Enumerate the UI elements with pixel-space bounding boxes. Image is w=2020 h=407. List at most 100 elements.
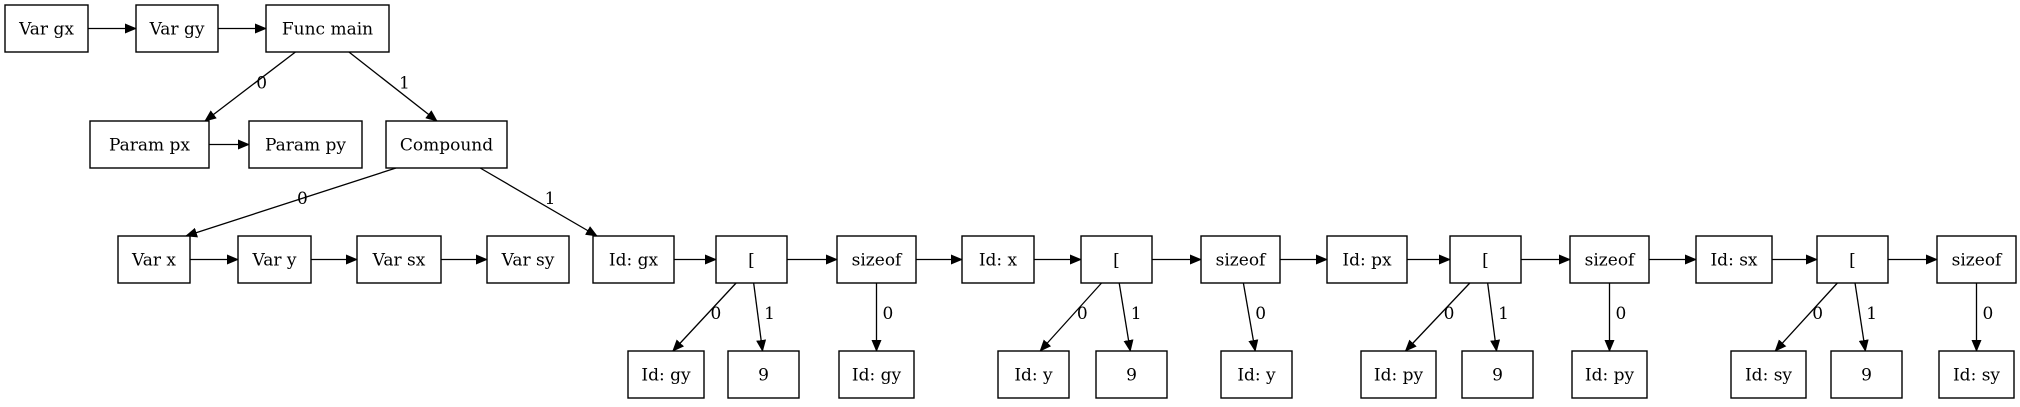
node-bracket: [ <box>1080 235 1153 284</box>
node-box <box>627 350 705 399</box>
node-box <box>1938 350 2015 399</box>
node-label: Var gy <box>149 20 205 40</box>
node-box <box>89 120 210 169</box>
node-label: Func main <box>282 20 373 40</box>
edge-arrow <box>1242 282 1259 352</box>
edge-arrow <box>1774 282 1838 352</box>
edge-label: 1 <box>399 74 410 94</box>
node-label: Id: sy <box>1745 366 1792 386</box>
node-label: 9 <box>1492 366 1503 386</box>
node-label: Id: gy <box>641 366 691 386</box>
node-box <box>715 235 788 284</box>
node-label: Id: y <box>1014 366 1053 386</box>
edge-label: 0 <box>1616 304 1627 324</box>
node-id-y: Id: y <box>1220 350 1293 399</box>
node-var-x: Var x <box>117 235 191 284</box>
node-label: Param py <box>265 136 346 156</box>
edge-label: 0 <box>256 74 267 94</box>
node-label: Id: sy <box>1953 366 2000 386</box>
edge-bracket-to-id-py: 0 <box>1404 282 1471 352</box>
edge-arrow <box>1039 282 1103 352</box>
edge-arrow <box>1118 282 1134 352</box>
node-box <box>237 235 312 284</box>
node-box <box>135 4 219 53</box>
edge-label: 0 <box>1444 304 1455 324</box>
node-box <box>265 4 390 53</box>
node-label: sizeof <box>1952 251 2003 271</box>
node-id-px: Id: px <box>1326 235 1408 284</box>
edge-bracket-to-9: 1 <box>753 282 775 352</box>
node-label: Id: y <box>1237 366 1276 386</box>
node-box <box>1816 235 1889 284</box>
node-label: Id: py <box>1374 366 1424 386</box>
node-bracket: [ <box>1816 235 1889 284</box>
node-label: sizeof <box>852 251 903 271</box>
node-var-sx: Var sx <box>356 235 442 284</box>
node-box <box>1936 235 2017 284</box>
edge-arrow <box>1487 282 1501 352</box>
edge-label: 0 <box>710 304 721 324</box>
node-label: sizeof <box>1585 251 1636 271</box>
node-box <box>117 235 191 284</box>
node-label: Var x <box>131 251 176 271</box>
edge-arrow <box>1854 282 1869 352</box>
node-box <box>1360 350 1437 399</box>
node-label: 9 <box>1126 366 1137 386</box>
edge-func-main-to-compound: 1 <box>348 51 438 122</box>
node-label: [ <box>1113 251 1120 271</box>
node-box <box>1080 235 1153 284</box>
node-box <box>592 235 675 284</box>
node-label: Id: gx <box>609 251 659 271</box>
node-box <box>385 120 508 169</box>
node-box <box>1461 350 1534 399</box>
node-box <box>248 120 363 169</box>
node-label: [ <box>748 251 755 271</box>
node-box <box>486 235 570 284</box>
node-label: Var y <box>252 251 297 271</box>
edge-label: 0 <box>1812 304 1823 324</box>
node-var-gx: Var gx <box>4 4 89 53</box>
node-box <box>961 235 1035 284</box>
edge-label: 1 <box>545 189 556 209</box>
node-id-gy: Id: gy <box>838 350 915 399</box>
node-id-y: Id: y <box>997 350 1070 399</box>
node-bracket: [ <box>1449 235 1522 284</box>
node-label: [ <box>1849 251 1856 271</box>
node-box <box>1326 235 1408 284</box>
node-id-gy: Id: gy <box>627 350 705 399</box>
node-box <box>1830 350 1903 399</box>
edge-compound-to-id-gx: 1 <box>479 167 598 237</box>
edge-label: 0 <box>1255 304 1266 324</box>
node-box <box>1220 350 1293 399</box>
node-var-gy: Var gy <box>135 4 219 53</box>
edge-sizeof-to-id-py: 0 <box>1604 283 1627 352</box>
node-box <box>727 350 800 399</box>
edge-bracket-to-id-sy: 0 <box>1774 282 1838 352</box>
edge-label: 0 <box>1077 304 1088 324</box>
node-label: Id: x <box>979 251 1018 271</box>
edge-label: 0 <box>297 189 308 209</box>
edge-arrow <box>1404 282 1471 352</box>
node-sizeof: sizeof <box>1569 235 1650 284</box>
node-9: 9 <box>1461 350 1534 399</box>
edge-bracket-to-id-y: 0 <box>1039 282 1103 352</box>
node-label: Var sx <box>372 251 426 271</box>
edge-arrow <box>185 167 397 238</box>
edge-arrow <box>753 282 767 352</box>
node-label: 9 <box>1861 366 1872 386</box>
edge-compound-to-var-x: 0 <box>185 167 397 238</box>
edge-arrow <box>672 282 737 352</box>
node-id-sy: Id: sy <box>1938 350 2015 399</box>
node-func-main: Func main <box>265 4 390 53</box>
edge-bracket-to-9: 1 <box>1118 282 1142 352</box>
node-9: 9 <box>727 350 800 399</box>
edge-sizeof-to-id-sy: 0 <box>1971 283 1994 352</box>
node-var-sy: Var sy <box>486 235 570 284</box>
node-label: 9 <box>758 366 769 386</box>
node-compound: Compound <box>385 120 508 169</box>
node-label: Var gx <box>18 20 74 40</box>
edge-arrow <box>479 167 598 237</box>
edge-label: 0 <box>1983 304 1994 324</box>
node-sizeof: sizeof <box>836 235 917 284</box>
